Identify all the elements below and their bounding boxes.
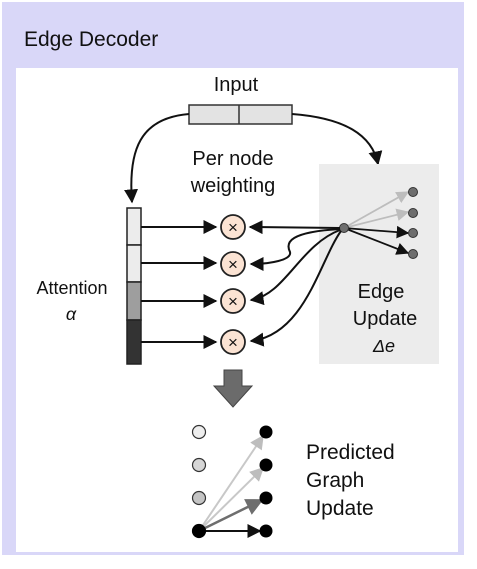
attention-label: Attention bbox=[36, 278, 107, 298]
multiply-node-3: × bbox=[220, 288, 246, 314]
predicted-label-line2: Graph bbox=[306, 469, 364, 492]
edge-to-multiply-arrows bbox=[248, 220, 342, 347]
multiply-symbol: × bbox=[228, 218, 238, 237]
delta-e-label: Δe bbox=[372, 336, 395, 356]
predicted-graph-arrows bbox=[198, 434, 264, 538]
edge-update-box bbox=[319, 164, 439, 364]
edge-update-label-line2: Update bbox=[353, 308, 418, 330]
input-label: Input bbox=[214, 74, 259, 96]
predicted-source-nodes bbox=[191, 424, 207, 539]
multiply-node-4: × bbox=[220, 329, 246, 355]
multiply-symbol: × bbox=[228, 255, 238, 274]
per-node-label-line1: Per node bbox=[192, 148, 273, 170]
input-to-attention-arrow bbox=[124, 113, 190, 204]
attention-to-multiply-arrows bbox=[141, 220, 218, 349]
panel-title: Edge Decoder bbox=[24, 28, 159, 51]
multiply-node-1: × bbox=[220, 214, 246, 240]
multiply-symbol: × bbox=[228, 292, 238, 311]
multiply-symbol: × bbox=[228, 333, 238, 352]
edge-update-label-line1: Edge bbox=[358, 281, 405, 303]
edge-update-arrows bbox=[343, 191, 410, 255]
multiply-node-2: × bbox=[220, 251, 246, 277]
predicted-label-line3: Update bbox=[306, 497, 374, 520]
predicted-label-line1: Predicted bbox=[306, 441, 395, 464]
edge-target-nodes bbox=[408, 187, 418, 259]
down-arrow-icon bbox=[212, 369, 254, 408]
alpha-label: α bbox=[66, 304, 77, 324]
attention-vector bbox=[126, 207, 142, 365]
input-vector bbox=[188, 104, 293, 125]
per-node-label-line2: weighting bbox=[190, 175, 276, 197]
predicted-target-nodes bbox=[259, 425, 273, 538]
input-to-edge-update-arrow bbox=[291, 113, 383, 166]
